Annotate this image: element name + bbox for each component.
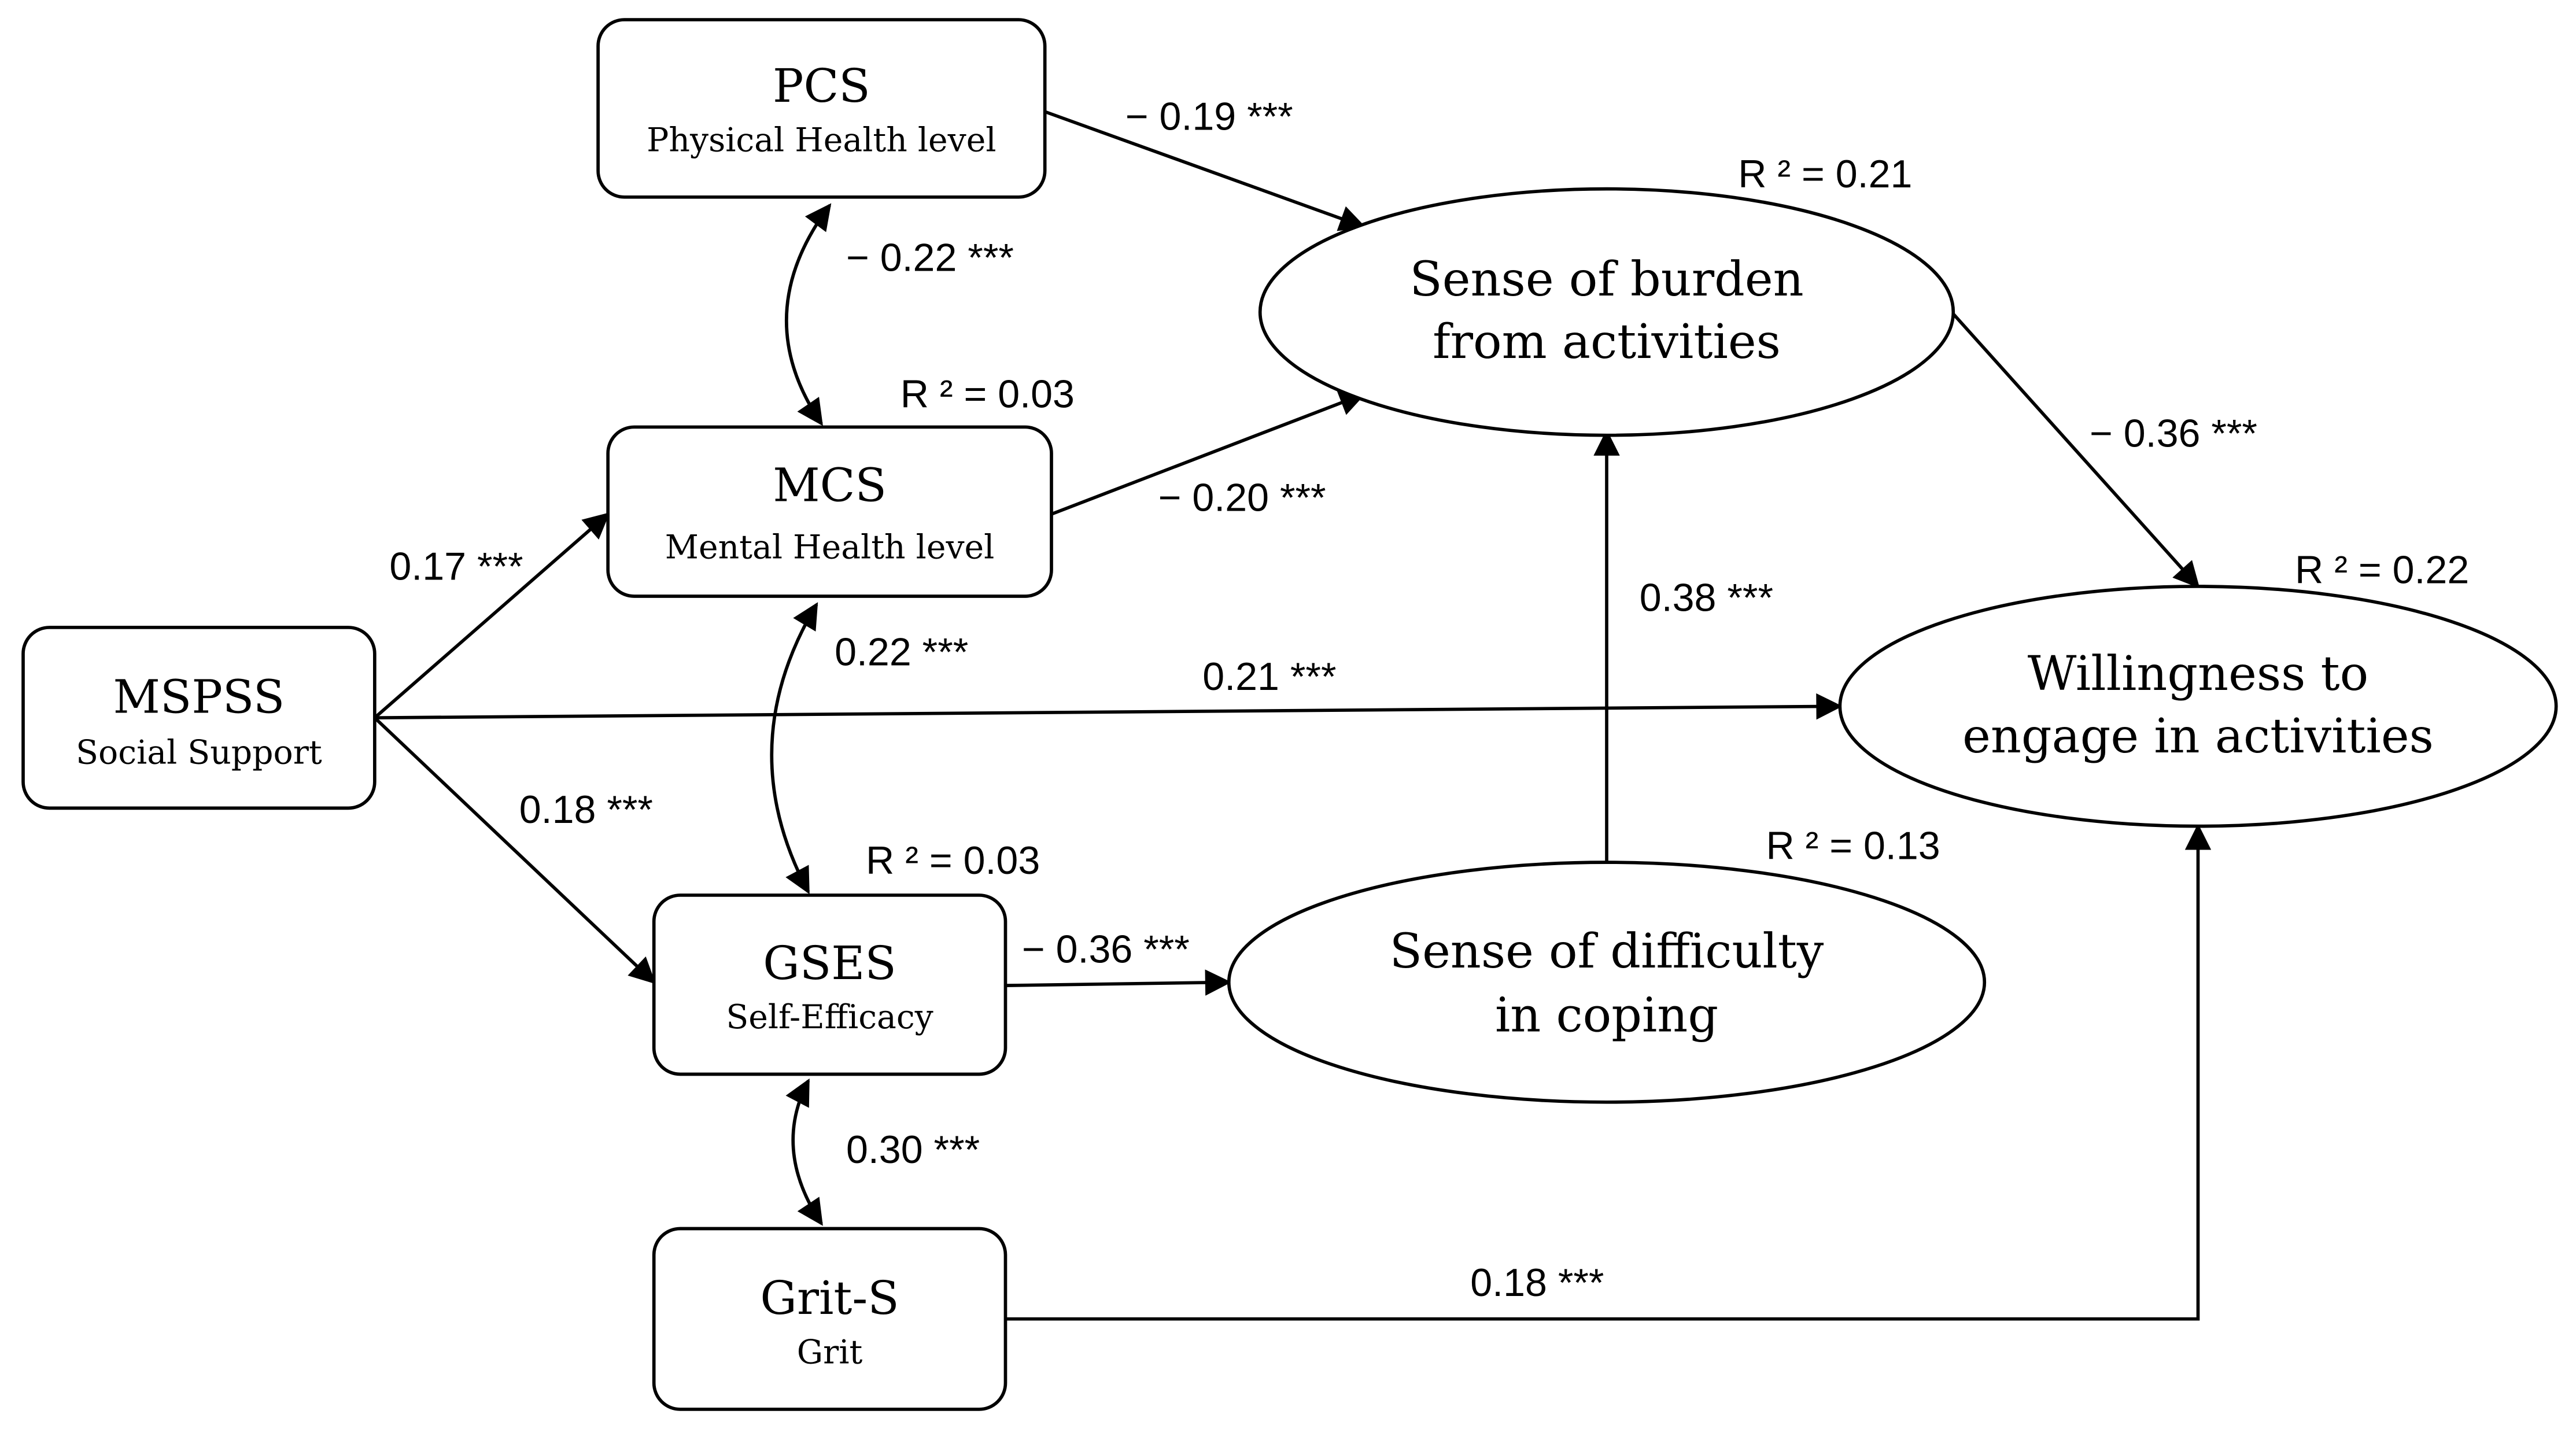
node-line2: in coping xyxy=(1495,988,1718,1043)
node-line2: engage in activities xyxy=(1962,709,2434,764)
r2-gses: R ² = 0.03 xyxy=(866,839,1040,882)
coef-mspss-gses: 0.18 *** xyxy=(519,788,653,832)
node-line1: Sense of difficulty xyxy=(1390,924,1824,979)
arrow-mspss-willingness xyxy=(374,693,1843,720)
r2-burden: R ² = 0.21 xyxy=(1738,152,1912,196)
arrows xyxy=(373,110,2212,1321)
coef-mcs-burden: − 0.20 *** xyxy=(1158,475,1326,519)
r2-difficulty: R ² = 0.13 xyxy=(1766,824,1940,867)
arrow-pcs-burden xyxy=(1044,110,1366,231)
node-gses: GSES Self-Efficacy xyxy=(652,893,1007,1076)
node-subtitle: Physical Health level xyxy=(647,121,996,159)
node-pcs: PCS Physical Health level xyxy=(596,18,1047,199)
node-line1: Sense of burden xyxy=(1409,252,1803,307)
node-subtitle: Social Support xyxy=(76,734,322,772)
node-mspss: MSPSS Social Support xyxy=(21,626,377,810)
arrow-pcs-mcs-correlation xyxy=(784,203,832,426)
arrow-mspss-gses xyxy=(373,717,656,984)
coef-gses-difficulty: − 0.36 *** xyxy=(1022,927,1190,971)
coef-gses-grit: 0.30 *** xyxy=(846,1128,980,1172)
arrow-grit-willingness xyxy=(1005,824,2212,1321)
coef-burden-willingness: − 0.36 *** xyxy=(2090,412,2257,456)
node-title: MSPSS xyxy=(113,670,285,724)
coef-mcs-gses: 0.22 *** xyxy=(835,630,968,674)
coef-mspss-willingness: 0.21 *** xyxy=(1202,655,1336,699)
arrow-burden-willingness xyxy=(1950,311,2200,589)
node-line1: Willingness to xyxy=(2028,647,2369,701)
coef-difficulty-burden: 0.38 *** xyxy=(1640,576,1773,620)
coef-grit-willingness: 0.18 *** xyxy=(1470,1261,1604,1305)
arrow-gses-grit-correlation xyxy=(785,1078,823,1226)
r2-willingness: R ² = 0.22 xyxy=(2295,548,2469,592)
coef-mspss-mcs: 0.17 *** xyxy=(389,545,523,589)
node-title: MCS xyxy=(773,458,887,512)
node-burden: Sense of burden from activities xyxy=(1258,187,1955,437)
node-subtitle: Grit xyxy=(797,1333,863,1371)
node-subtitle: Mental Health level xyxy=(665,529,995,567)
arrow-gses-difficulty xyxy=(1005,969,1232,996)
r2-mcs: R ² = 0.03 xyxy=(901,372,1075,416)
node-mcs: MCS Mental Health level xyxy=(606,425,1053,598)
node-difficulty: Sense of difficulty in coping xyxy=(1227,861,1987,1104)
node-title: Grit-S xyxy=(760,1271,899,1325)
arrow-mspss-mcs xyxy=(373,512,610,719)
arrow-mcs-gses-correlation xyxy=(770,602,818,895)
node-title: PCS xyxy=(773,59,870,113)
node-grit: Grit-S Grit xyxy=(652,1227,1007,1411)
node-subtitle: Self-Efficacy xyxy=(726,998,933,1036)
coef-pcs-mcs: − 0.22 *** xyxy=(846,236,1014,280)
arrow-mcs-burden xyxy=(1050,390,1366,516)
node-willingness: Willingness to engage in activities xyxy=(1838,585,2558,828)
coef-pcs-burden: − 0.19 *** xyxy=(1125,94,1293,138)
node-title: GSES xyxy=(763,936,896,990)
node-line2: from activities xyxy=(1433,315,1781,370)
